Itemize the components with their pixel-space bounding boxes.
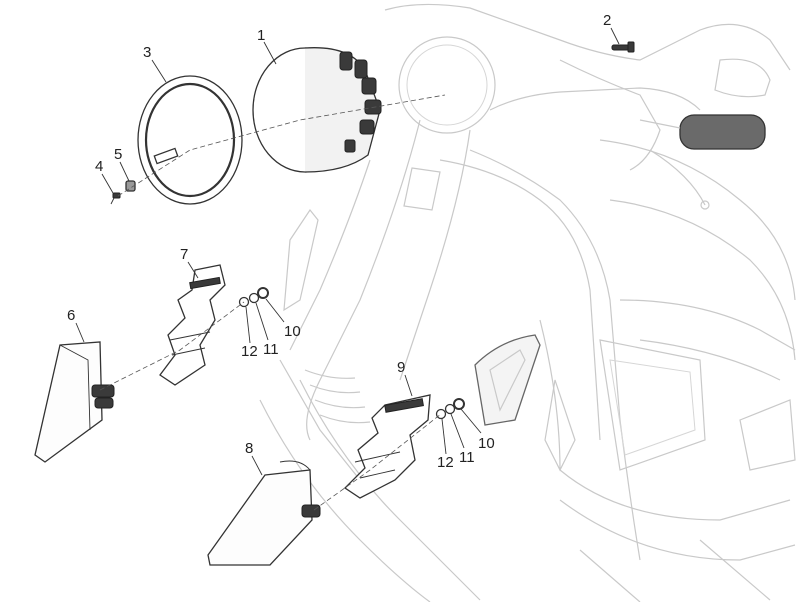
callout-8: 8 <box>245 440 253 457</box>
callout-1: 1 <box>257 27 265 44</box>
part-6-turn-signal <box>34 341 115 463</box>
callout-10-lower: 10 <box>478 435 495 452</box>
part-4-screw <box>110 192 121 205</box>
callout-7: 7 <box>180 246 188 263</box>
callout-10-upper: 10 <box>284 323 301 340</box>
part-7-bracket <box>159 264 226 386</box>
callout-4: 4 <box>95 158 103 175</box>
part-2-bolt <box>611 41 635 53</box>
callout-6: 6 <box>67 307 75 324</box>
callout-11-upper: 11 <box>263 341 279 358</box>
callout-numbers: 1 2 3 4 5 6 7 8 9 10 11 12 10 11 12 <box>67 12 611 471</box>
fasteners-lower <box>435 398 465 420</box>
callout-12-lower: 12 <box>437 454 454 471</box>
scooter-outline <box>259 3 796 602</box>
part-1-headlight <box>252 47 382 173</box>
callout-3: 3 <box>143 44 151 61</box>
fasteners-upper <box>238 287 269 308</box>
callout-5: 5 <box>114 146 122 163</box>
callout-2: 2 <box>603 12 611 29</box>
part-3-headlight-ring <box>137 75 243 205</box>
leader-lines <box>75 27 620 476</box>
callout-11-lower: 11 <box>459 449 475 466</box>
assembly-lines <box>99 94 446 511</box>
callout-9: 9 <box>397 359 405 376</box>
part-8-turn-signal <box>207 460 321 566</box>
callout-12-upper: 12 <box>241 343 258 360</box>
part-9-bracket <box>343 394 431 499</box>
part-5-nut <box>125 180 136 192</box>
